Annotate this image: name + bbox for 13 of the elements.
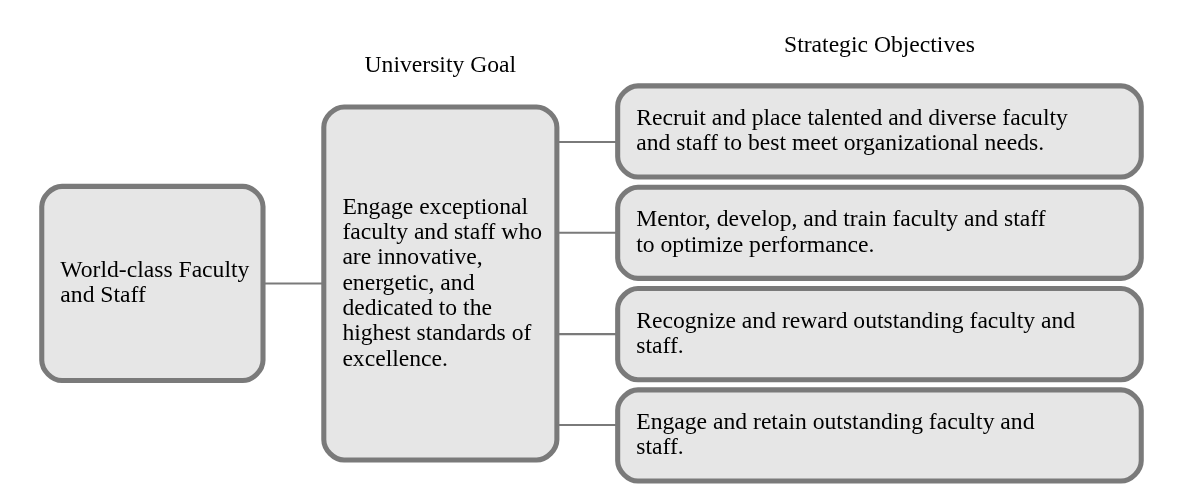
node-box: Recruit and place talented and diverse faculty and staff to best meet organizational needs. — [614, 83, 1144, 180]
connector — [556, 141, 618, 144]
label: Strategic Objectives — [783, 30, 975, 57]
connector — [556, 333, 618, 336]
connector — [556, 423, 618, 426]
node-box: Engage and retain outstanding faculty and staff. — [614, 387, 1144, 484]
node-box: Recognize and reward outstanding faculty and staff. — [614, 286, 1144, 383]
connector — [263, 282, 324, 285]
node-box: World-class Faculty and Staff — [38, 183, 266, 384]
label: University Goal — [364, 50, 516, 77]
connector — [556, 231, 618, 234]
node-box: Engage exceptional faculty and staff who are innovative, energetic, and dedicated to the highest standards of excellence. — [320, 104, 559, 463]
node-box: Mentor, develop, and train faculty and staff to optimize performance. — [614, 184, 1144, 281]
